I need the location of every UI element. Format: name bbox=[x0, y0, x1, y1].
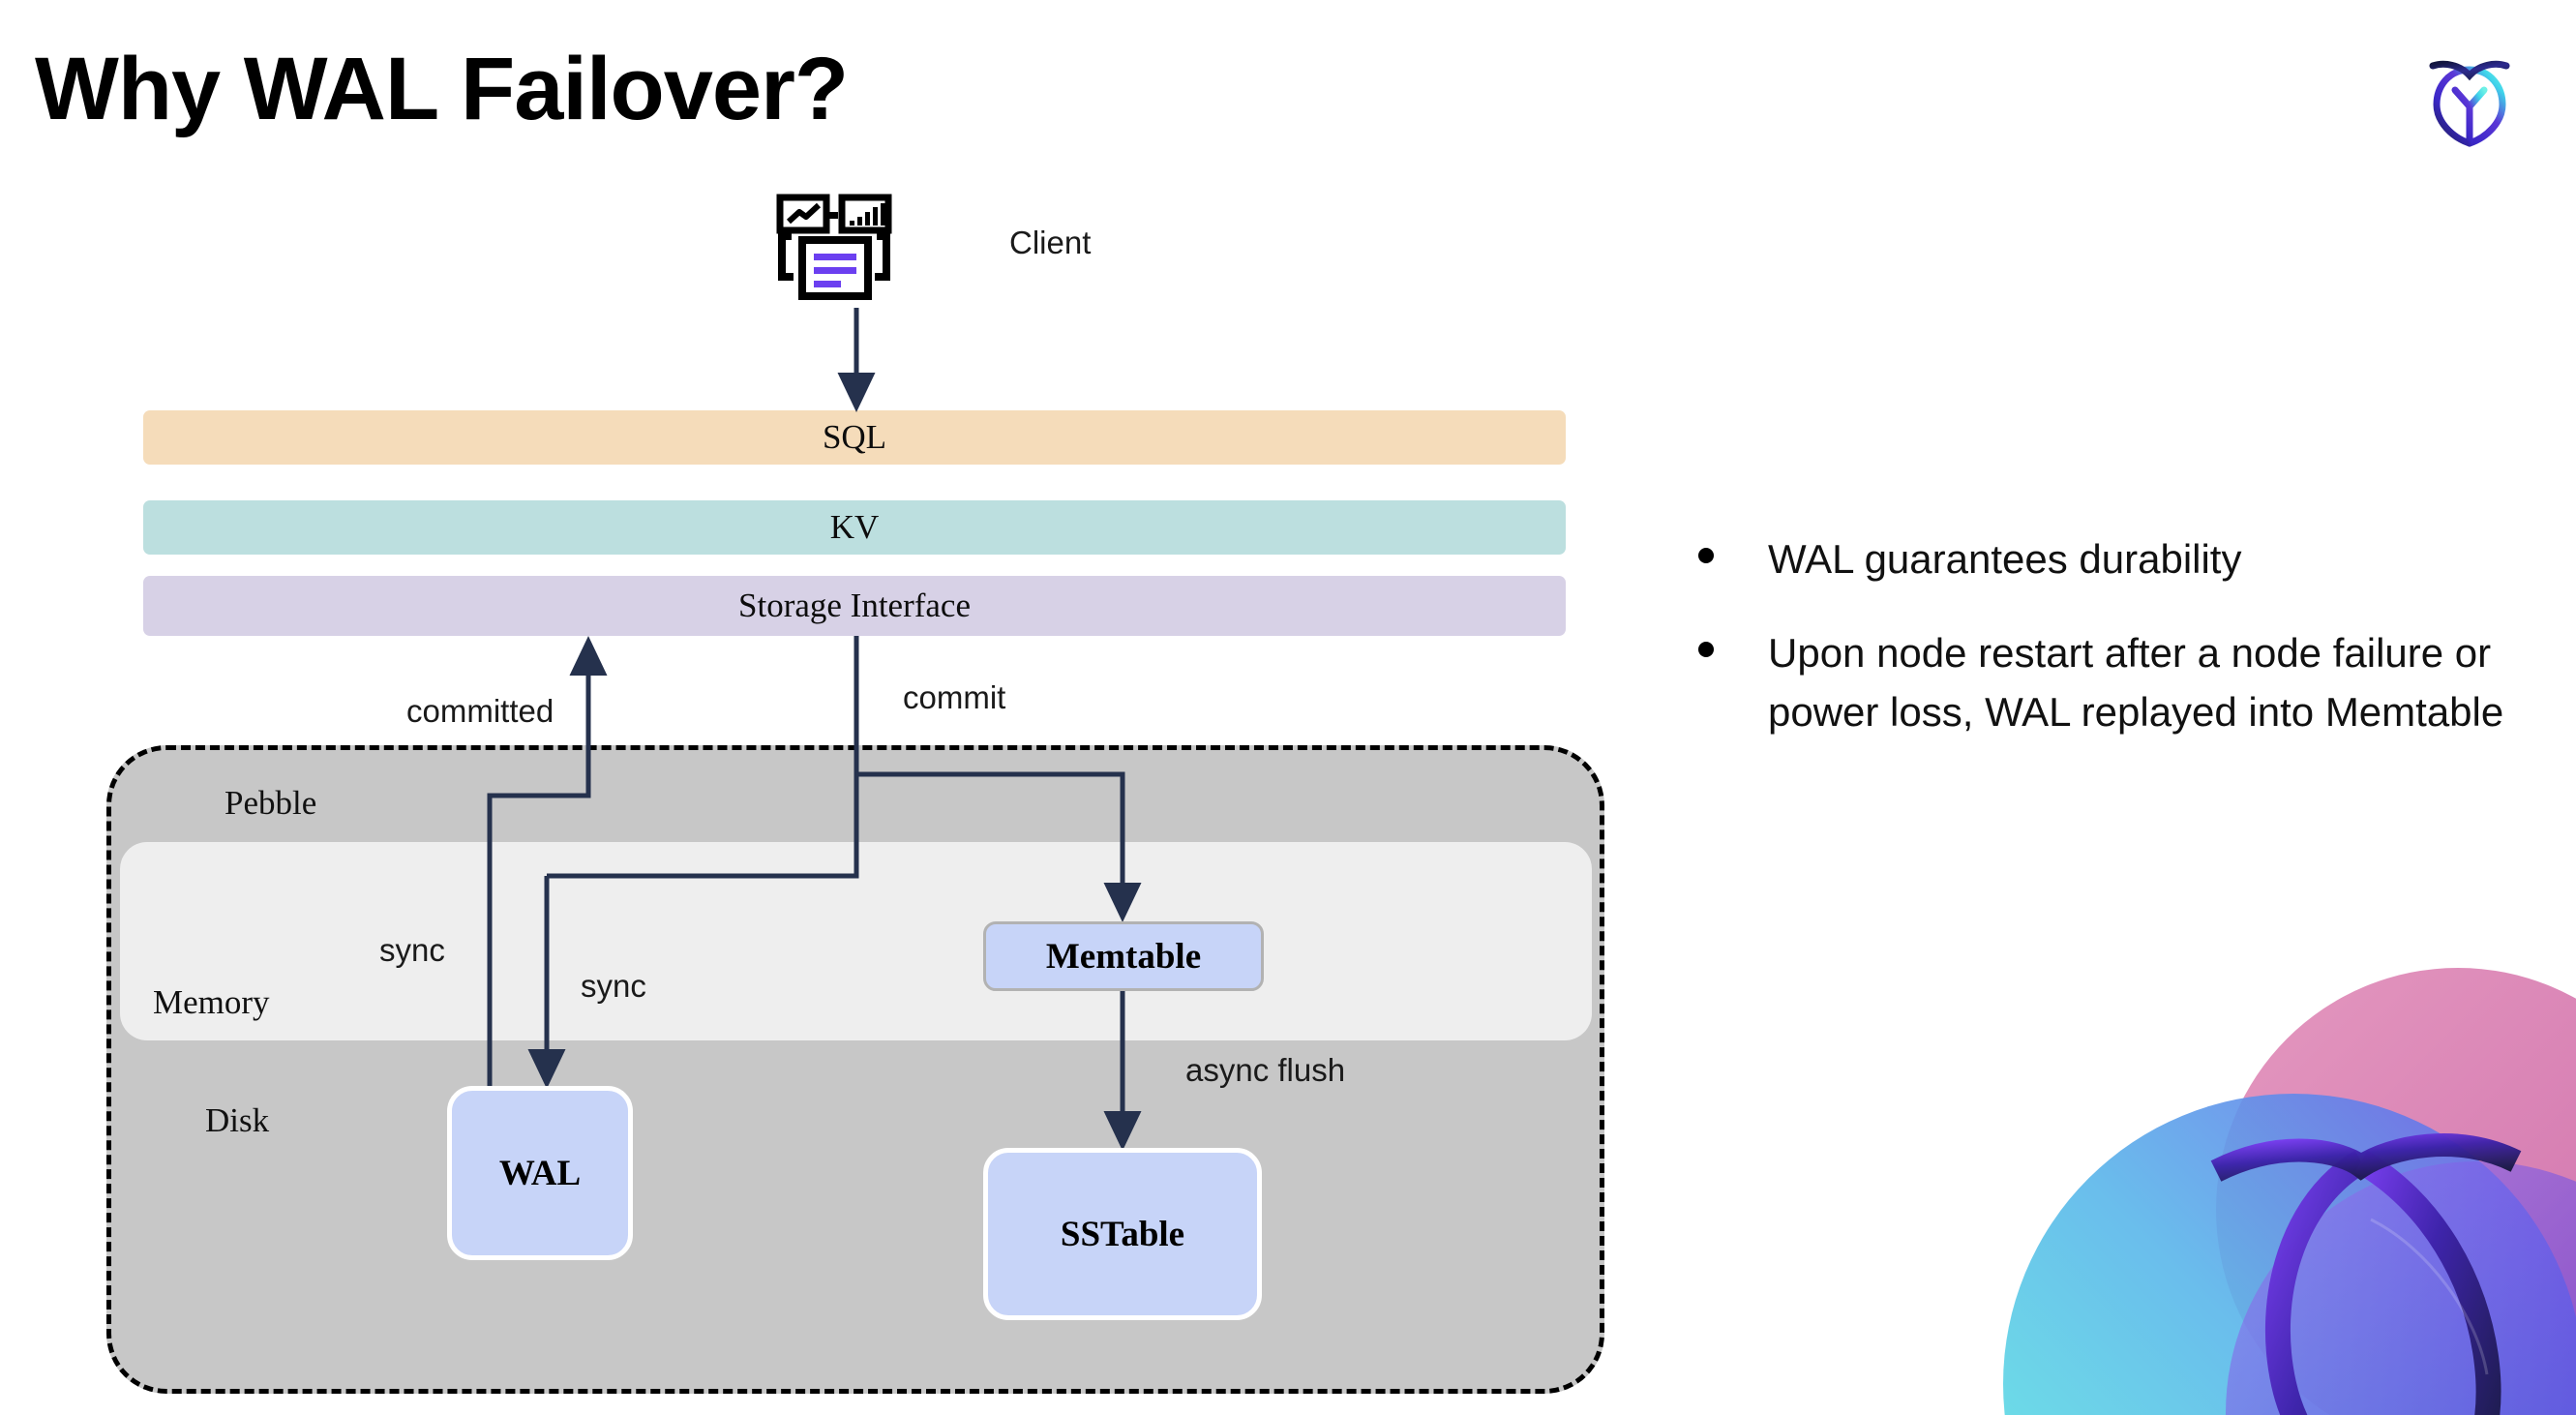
bullet-text: Upon node restart after a node failure o… bbox=[1768, 629, 2504, 735]
bullet-dot-icon bbox=[1698, 548, 1714, 563]
layer-bar-storage-interface[interactable]: Storage Interface bbox=[143, 576, 1566, 636]
decorative-watermark bbox=[1974, 929, 2576, 1415]
cockroachdb-logo bbox=[2411, 37, 2528, 153]
page-title: Why WAL Failover? bbox=[35, 40, 849, 138]
edge-label-sync-right: sync bbox=[581, 968, 646, 1004]
list-item: Upon node restart after a node failure o… bbox=[1698, 624, 2511, 742]
edge-label-sync-left: sync bbox=[379, 932, 445, 968]
bullet-dot-icon bbox=[1698, 641, 1714, 657]
list-item: WAL guarantees durability bbox=[1698, 530, 2511, 589]
memory-region bbox=[120, 842, 1592, 1040]
client-dashboard-icon bbox=[774, 194, 929, 310]
memory-label: Memory bbox=[153, 983, 270, 1021]
layer-label-storage: Storage Interface bbox=[738, 587, 971, 624]
pebble-label: Pebble bbox=[225, 784, 317, 822]
layer-label-kv: KV bbox=[829, 508, 880, 546]
edge-label-commit: commit bbox=[903, 679, 1006, 715]
layer-bar-kv[interactable]: KV bbox=[143, 500, 1566, 555]
edge-label-committed: committed bbox=[406, 693, 554, 729]
node-label-sstable: SSTable bbox=[1060, 1214, 1185, 1254]
layer-bar-sql[interactable]: SQL bbox=[143, 410, 1566, 465]
layer-label-sql: SQL bbox=[822, 418, 887, 456]
node-label-memtable: Memtable bbox=[1045, 936, 1202, 977]
edge-label-async-flush: async flush bbox=[1185, 1052, 1346, 1088]
bullet-list: WAL guarantees durability Upon node rest… bbox=[1698, 530, 2511, 777]
disk-label: Disk bbox=[205, 1101, 270, 1139]
node-wal[interactable]: WAL bbox=[447, 1086, 633, 1260]
node-memtable[interactable]: Memtable bbox=[983, 921, 1264, 991]
client-label: Client bbox=[1009, 225, 1092, 260]
node-label-wal: WAL bbox=[498, 1153, 582, 1193]
node-sstable[interactable]: SSTable bbox=[983, 1148, 1262, 1320]
bullet-text: WAL guarantees durability bbox=[1768, 536, 2242, 582]
